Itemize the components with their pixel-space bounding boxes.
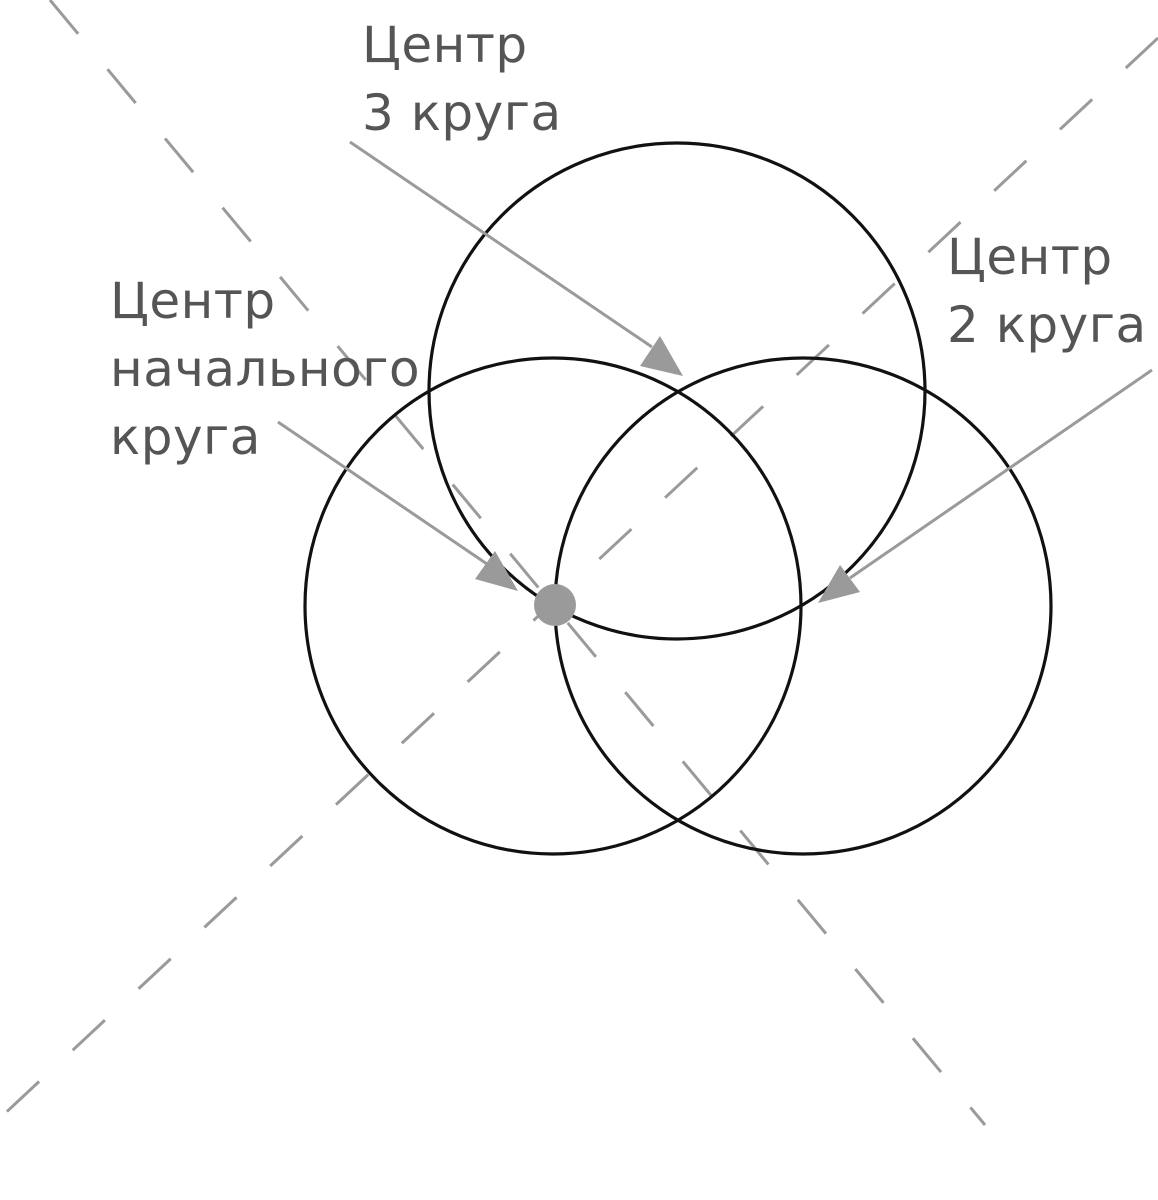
label-initial-circle-line2: начального — [110, 340, 420, 398]
arrow-third-circle-head — [640, 336, 683, 376]
label-initial-circle-line3: круга — [110, 408, 261, 466]
initial-circle — [303, 356, 803, 856]
initial-circle-center-dot — [534, 584, 576, 626]
arrow-initial-circle-head — [475, 551, 518, 591]
arrow-initial-circle-line — [277, 420, 488, 566]
label-third-circle-line1: Центр — [362, 16, 528, 74]
label-second-circle-line1: Центр — [947, 228, 1113, 286]
arrow-second-circle-head — [818, 565, 860, 603]
arrow-third-circle-line — [349, 140, 653, 349]
guide-line-descending — [48, 0, 987, 1126]
label-initial-circle-line1: Центр — [110, 272, 276, 330]
arrow-second-circle-line — [849, 368, 1153, 580]
label-second-circle-line2: 2 круга — [947, 296, 1147, 354]
label-third-circle-line2: 3 круга — [362, 84, 562, 142]
guide-line-ascending — [0, 36, 1158, 1120]
